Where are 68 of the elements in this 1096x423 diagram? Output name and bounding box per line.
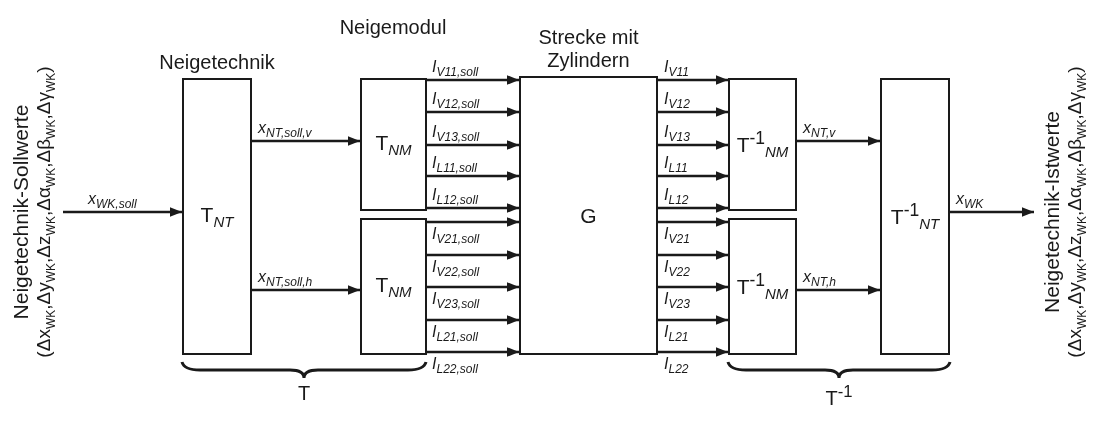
signal-label: I$_{V22}$ [664, 259, 690, 279]
arrow [427, 75, 519, 85]
arrow [427, 250, 519, 260]
signal-label: I$_{V21,soll}$ [432, 226, 480, 246]
signal-label: I$_{L12,soll}$ [432, 187, 478, 207]
signal-label: I$_{V12,soll}$ [432, 91, 480, 111]
block-box [728, 78, 797, 211]
brace-label: T [297, 382, 311, 405]
arrow [658, 315, 728, 325]
arrow [658, 107, 728, 117]
arrow [797, 136, 880, 146]
arrow [797, 285, 880, 295]
arrow [427, 217, 519, 227]
block-symbol: T$_{NM}$ [375, 130, 412, 159]
arrow [427, 171, 519, 181]
signal-label: x$_{WK,soll}$ [88, 191, 137, 211]
signal-label: I$_{V23}$ [664, 291, 690, 311]
brace-label: T$^{-1}$ [825, 382, 853, 410]
signal-label: I$_{L21,soll}$ [432, 324, 478, 344]
block-symbol: T$_{NM}$ [375, 272, 412, 301]
arrow [658, 347, 728, 357]
arrow [427, 282, 519, 292]
signal-label: I$_{V13}$ [664, 124, 690, 144]
arrow [950, 207, 1034, 217]
block-symbol: T$_{NT}$ [200, 202, 234, 231]
column-heading: Neigemodul [339, 16, 447, 39]
signal-label: I$_{V11}$ [664, 59, 689, 79]
signal-label: I$_{L12}$ [664, 187, 689, 207]
signal-label: x$_{NT,h}$ [803, 269, 836, 289]
arrow [658, 171, 728, 181]
block-symbol: G [580, 203, 597, 228]
arrow [427, 140, 519, 150]
arrow [252, 136, 360, 146]
arrow [658, 203, 728, 213]
signal-label: x$_{NT,v}$ [803, 120, 836, 140]
block-heading: Strecke mit Zylindern [537, 26, 640, 72]
signal-label: I$_{L11,soll}$ [432, 155, 477, 175]
arrow [658, 75, 728, 85]
arrow [427, 315, 519, 325]
arrow [658, 282, 728, 292]
signal-label: I$_{L22,soll}$ [432, 356, 478, 376]
block-box [880, 78, 950, 355]
block-box [360, 218, 427, 355]
signal-label: I$_{L22}$ [664, 356, 689, 376]
arrow [252, 285, 360, 295]
signal-label: I$_{V22,soll}$ [432, 259, 480, 279]
signal-label: x$_{WK}$ [956, 191, 984, 211]
signal-label: I$_{V11,soll}$ [432, 59, 479, 79]
arrow [427, 347, 519, 357]
block-heading: Neigetechnik [159, 51, 275, 74]
signal-label: I$_{V13,soll}$ [432, 124, 480, 144]
signal-label: x$_{NT,soll,v}$ [258, 120, 312, 140]
arrow [658, 250, 728, 260]
block-box [360, 78, 427, 211]
signal-label: I$_{L21}$ [664, 324, 689, 344]
block-box [728, 218, 797, 355]
vertical-heading: Neigetechnik-Istwerte [1039, 111, 1064, 313]
signal-label: I$_{V12}$ [664, 91, 690, 111]
arrow [658, 140, 728, 150]
signal-label: I$_{L11}$ [664, 155, 688, 175]
arrow [427, 107, 519, 117]
arrow [427, 203, 519, 213]
arrow [658, 217, 728, 227]
vertical-heading: Neigetechnik-Sollwerte [8, 104, 33, 320]
signal-label: x$_{NT,soll,h}$ [258, 269, 313, 289]
signal-label: I$_{V21}$ [664, 226, 690, 246]
signal-label: I$_{V23,soll}$ [432, 291, 480, 311]
arrow [63, 207, 182, 217]
